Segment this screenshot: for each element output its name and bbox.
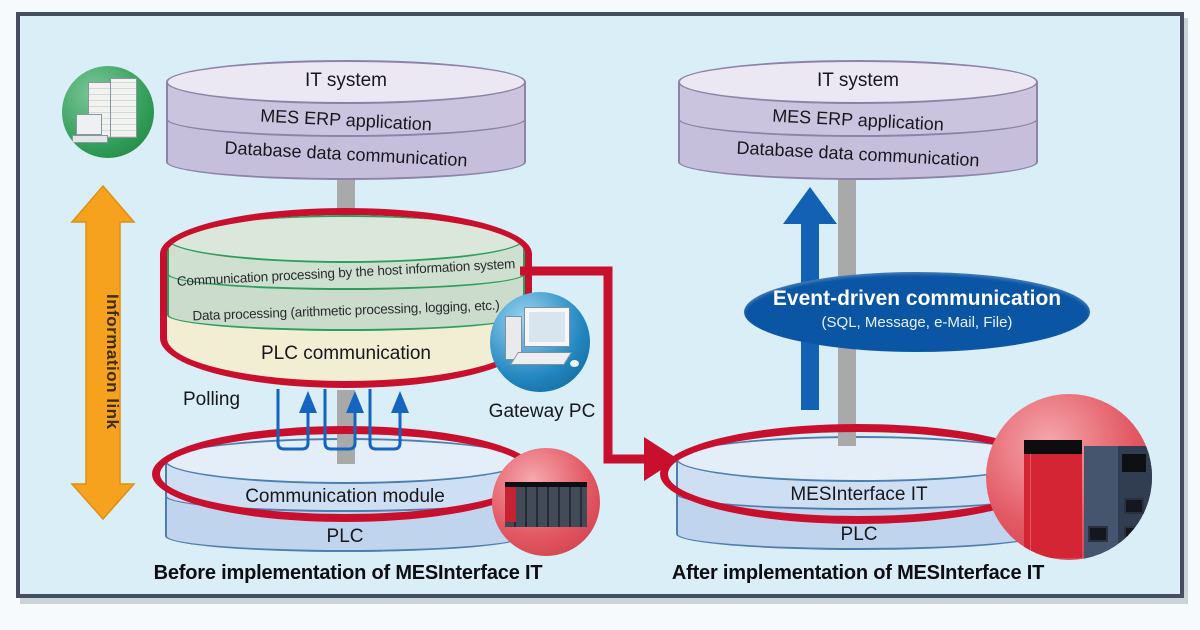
it-system-cylinder-left: IT system MES ERP application Database d… — [166, 60, 526, 184]
pc-monitor — [524, 307, 570, 347]
plc-label: PLC — [840, 524, 878, 545]
host-processing-cylinder: Communication processing by the host inf… — [160, 208, 532, 388]
polling-label: Polling — [183, 389, 241, 410]
cylinder-top — [166, 60, 526, 104]
pc-keyboard — [509, 352, 573, 365]
plc-rack-red-module — [505, 487, 516, 522]
ethernet-port — [1088, 526, 1108, 542]
it-system-label: IT system — [305, 70, 387, 91]
ethernet-port — [1124, 526, 1144, 542]
it-system-label: IT system — [817, 70, 899, 91]
cylinder-top — [167, 215, 525, 263]
plc-rack — [505, 482, 587, 527]
polling-arrows-icon — [276, 389, 409, 451]
information-link-arrow-icon — [70, 184, 136, 521]
server-icon — [62, 66, 154, 158]
hardware-red-module — [1024, 440, 1082, 558]
server-monitor — [76, 114, 102, 135]
plc-rack-icon — [492, 448, 600, 556]
pc-mouse — [570, 360, 579, 367]
hardware-red-module-seam — [1030, 454, 1031, 552]
before-caption: Before implementation of MESInterface IT — [153, 562, 543, 584]
red-connector-arrow-icon — [520, 266, 678, 481]
gateway-pc-icon — [490, 292, 590, 392]
ethernet-port — [1124, 498, 1144, 514]
cylinder-top — [678, 60, 1038, 104]
event-driven-bubble: Event-driven communication (SQL, Message… — [744, 272, 1090, 352]
event-driven-subtitle: (SQL, Message, e-Mail, File) — [821, 314, 1013, 331]
after-caption: After implementation of MESInterface IT — [671, 562, 1045, 584]
information-link-label: Information link — [103, 294, 122, 430]
plc-label: PLC — [326, 526, 364, 547]
hardware-display — [1122, 454, 1146, 472]
server-keyboard — [72, 135, 108, 143]
event-driven-title: Event-driven communication — [772, 287, 1062, 310]
gateway-pc-label: Gateway PC — [488, 401, 596, 422]
server-tower — [110, 78, 137, 138]
it-system-cylinder-right: IT system MES ERP application Database d… — [678, 60, 1038, 184]
plc-communication-label: PLC communication — [260, 343, 432, 364]
mesinterface-hardware-icon — [986, 394, 1152, 560]
